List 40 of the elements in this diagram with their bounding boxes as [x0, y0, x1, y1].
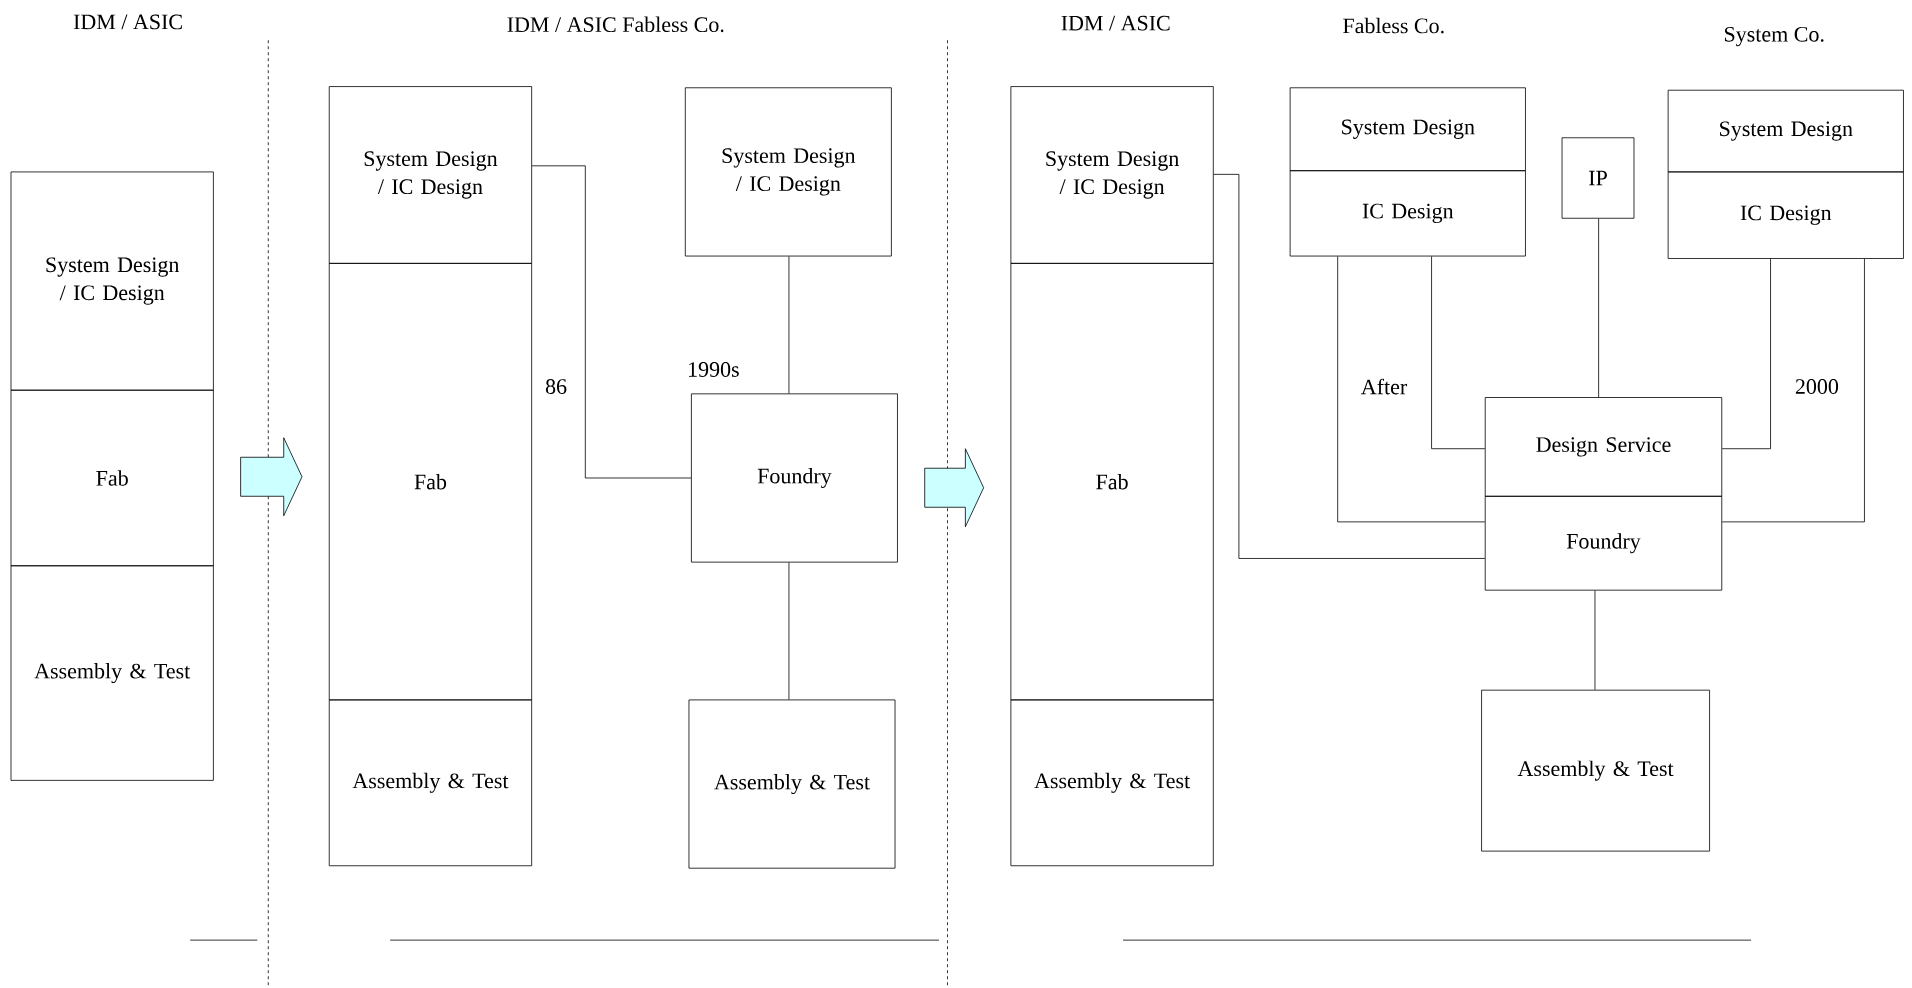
stage-box: Assembly & Test — [688, 699, 896, 869]
column-heading: System Co. — [1724, 26, 1824, 47]
period-label: 2000 — [1795, 379, 1839, 394]
stage-box: Design Service — [1484, 397, 1723, 497]
connector-line — [1213, 173, 1486, 559]
column-heading: Fabless Co. — [1343, 17, 1444, 34]
column-heading: IDM / ASIC Fabless Co. — [507, 16, 724, 33]
stage-box: System Design — [1667, 89, 1904, 173]
stage-box: Fab — [1010, 263, 1214, 701]
stage-box: System Design / IC Design — [328, 86, 533, 264]
period-label: After — [1361, 378, 1408, 395]
period-label: 86 — [545, 379, 567, 394]
connector-line — [1337, 256, 1486, 523]
stage-box: System Design / IC Design — [684, 87, 892, 257]
stage-box: IC Design — [1289, 170, 1526, 257]
block-arrow — [924, 448, 985, 528]
stage-box: Assembly & Test — [328, 699, 533, 867]
stage-box: Fab — [10, 389, 214, 567]
connector-line — [788, 562, 790, 700]
stage-box: Assembly & Test — [10, 565, 214, 781]
stage-box: Foundry — [1484, 495, 1723, 591]
connector-line — [788, 256, 790, 394]
connector-line — [1594, 590, 1596, 691]
stage-box: Fab — [328, 263, 533, 701]
stage-box: Foundry — [691, 393, 898, 563]
stage-box: IC Design — [1667, 171, 1904, 259]
stage-box: System Design / IC Design — [1010, 86, 1214, 264]
block-arrow — [240, 437, 303, 517]
stage-box: System Design — [1289, 87, 1526, 172]
column-heading: IDM / ASIC — [73, 14, 182, 30]
connector-line — [1721, 258, 1865, 523]
connector-line — [1721, 258, 1771, 450]
column-heading: IDM / ASIC — [1061, 15, 1170, 31]
stage-box: Assembly & Test — [1010, 699, 1214, 867]
stage-box: Assembly & Test — [1481, 689, 1710, 852]
connector-line — [1431, 256, 1486, 450]
connector-line — [531, 165, 692, 479]
stage-box: IP — [1561, 137, 1635, 219]
connector-line — [1598, 218, 1600, 398]
stage-box: System Design / IC Design — [10, 171, 214, 391]
